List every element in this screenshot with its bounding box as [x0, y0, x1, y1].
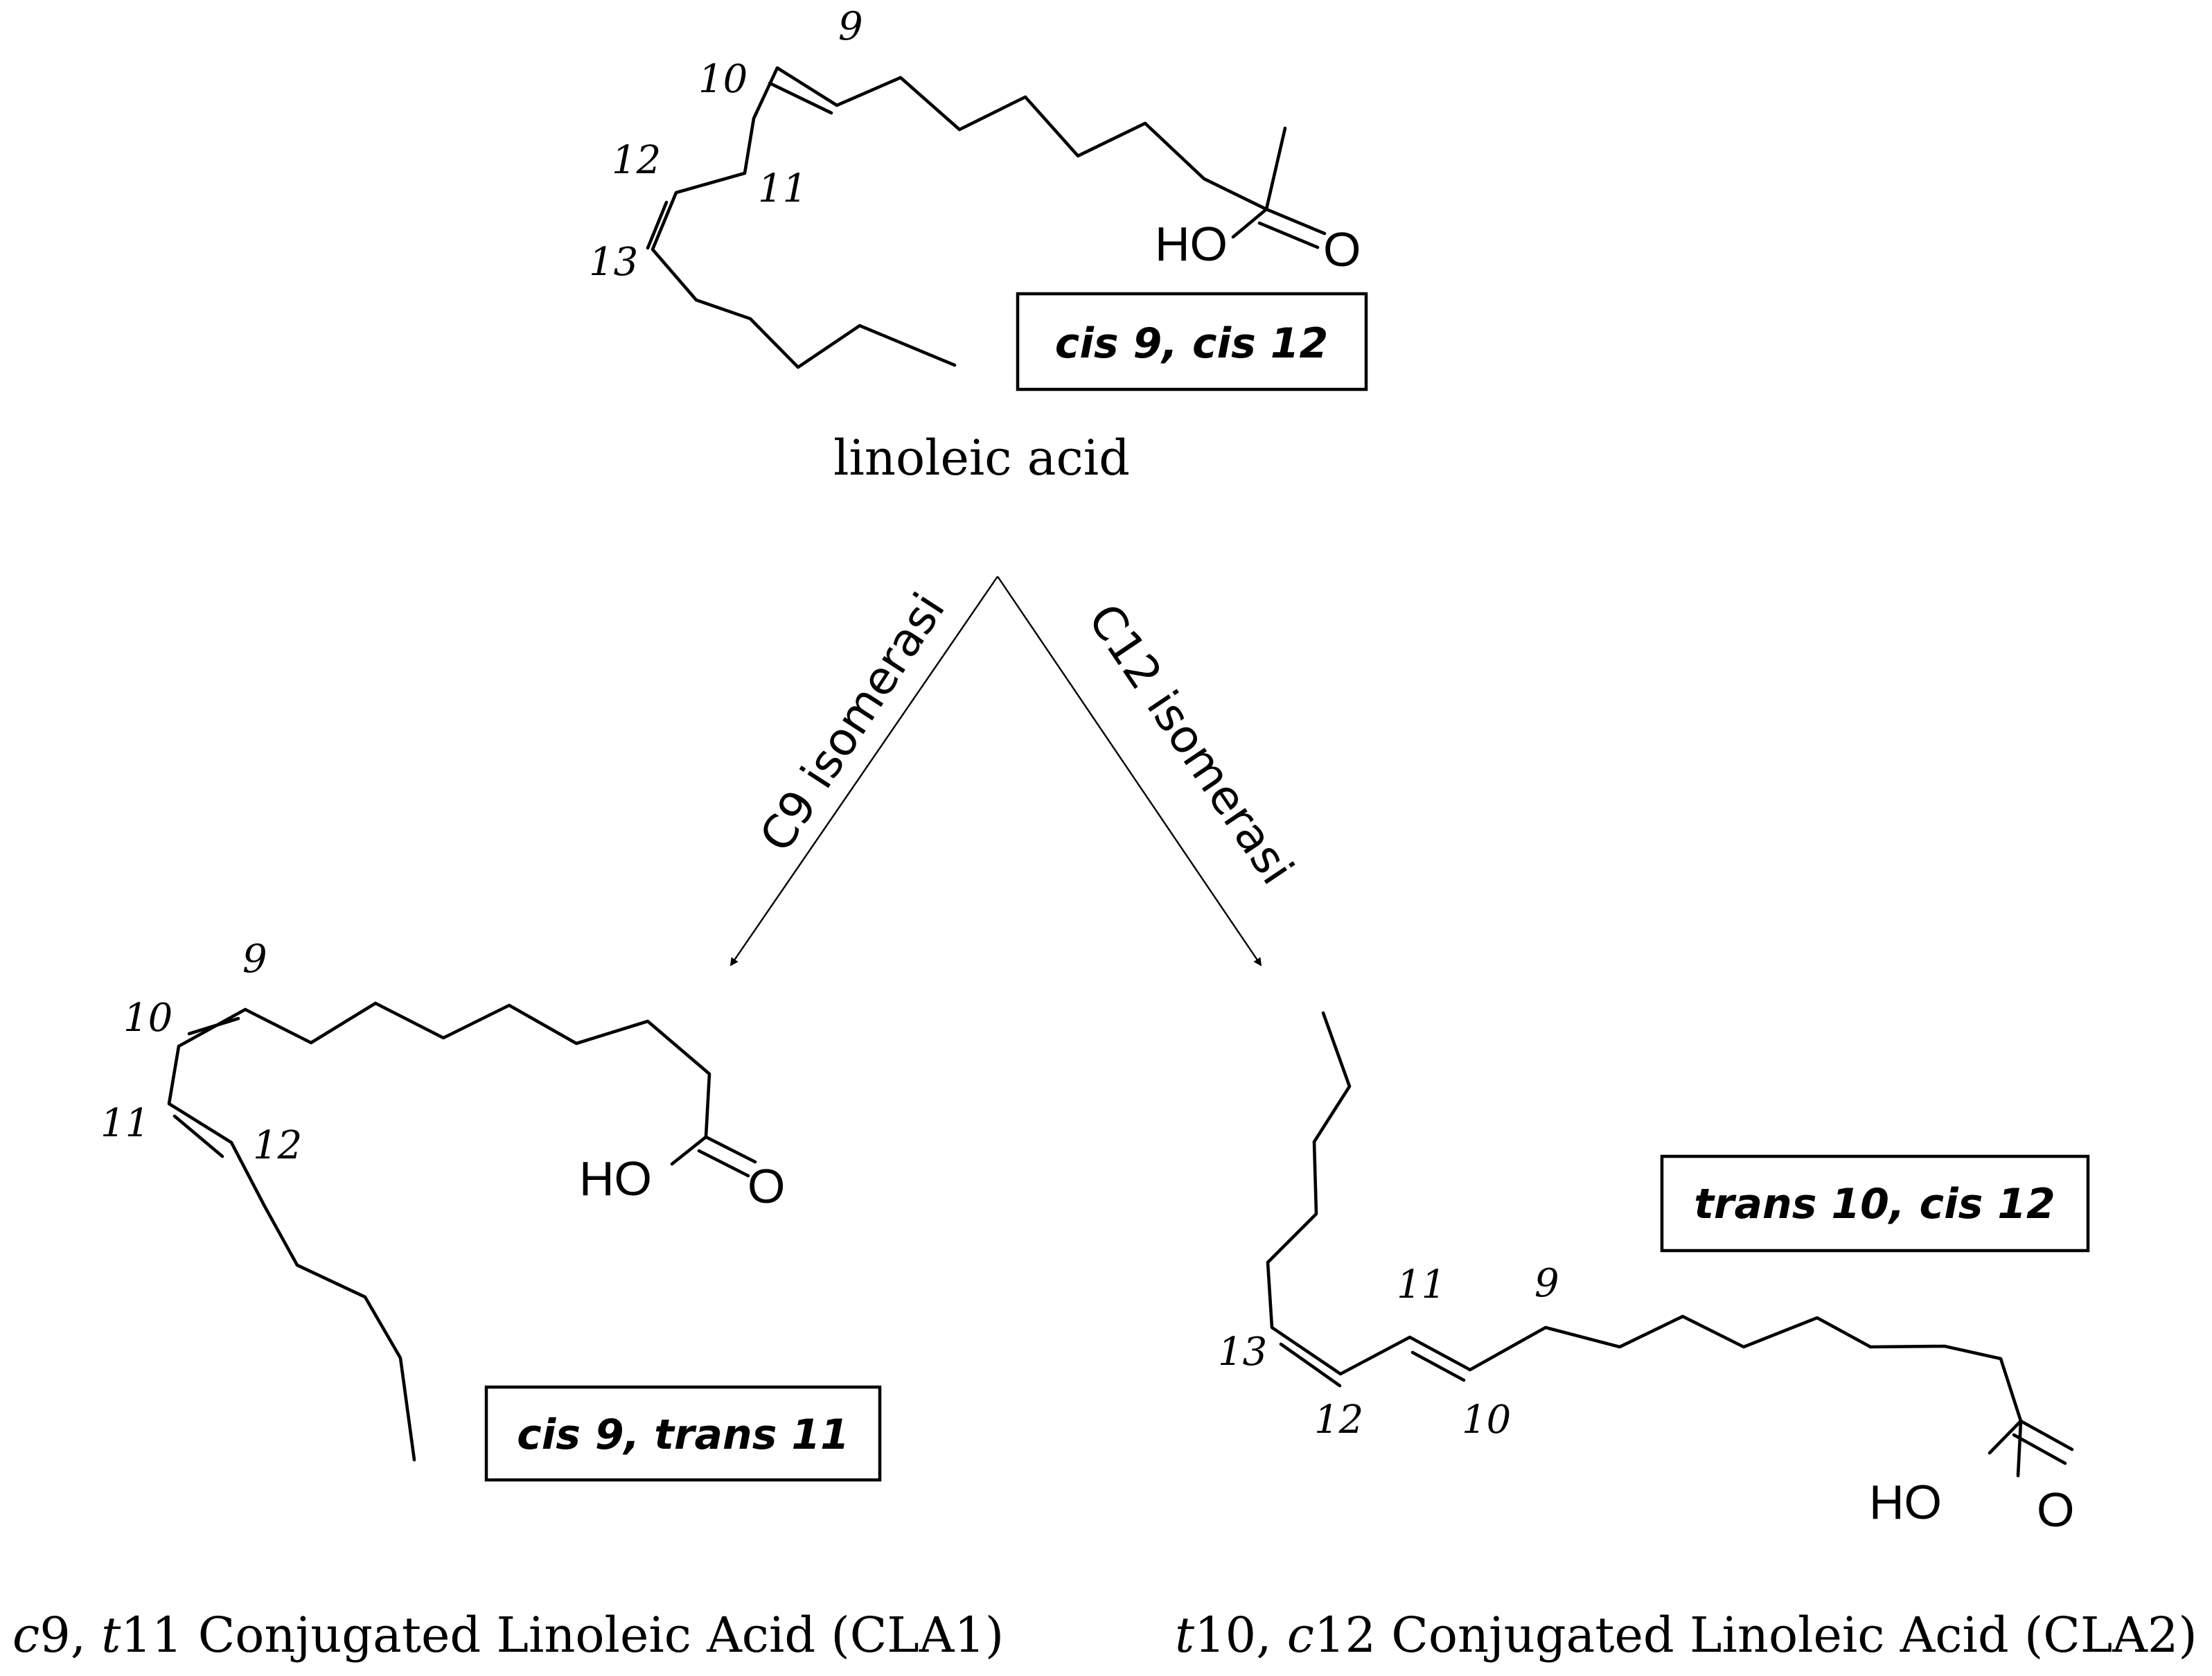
- cla2-oh-bond: [1988, 1419, 2023, 1455]
- cla2-carbon-11-label: 11: [1397, 1262, 1446, 1307]
- cla2-o-label: O: [2037, 1483, 2074, 1537]
- cla2-carbon-chain: [1266, 1011, 2023, 1478]
- cla2-ho-label: HO: [1869, 1475, 1942, 1529]
- linoleic-carbon-13-label: 13: [589, 240, 638, 285]
- cla1-config-box: cis 9, trans 11: [484, 1385, 882, 1482]
- cla2-config-box: trans 10, cis 12: [1660, 1154, 2090, 1253]
- cla1-carbon-12-label: 12: [253, 1123, 302, 1168]
- cla2-config-label: trans 10, cis 12: [1694, 1180, 2055, 1228]
- linoleic-carbon-12-label: 12: [612, 138, 661, 183]
- cla1-o-label: O: [747, 1159, 785, 1213]
- cla2-carbon-9-label: 9: [1534, 1261, 1559, 1306]
- linoleic-double-bond-12: [646, 200, 669, 250]
- cla1-double-bond-11: [172, 1114, 224, 1158]
- linoleic-oh-bond: [1231, 207, 1268, 239]
- cla2-structure: HO O 9 10 11 12 13: [1218, 1011, 2074, 1537]
- arrow-to-cla1: [729, 576, 998, 967]
- cla2-double-bond-12: [1279, 1342, 1342, 1388]
- cla1-double-bond-9: [187, 1016, 240, 1036]
- linoleic-double-bond-9: [768, 81, 833, 115]
- linoleic-ho-label: HO: [1155, 217, 1228, 271]
- enzyme-c9-isomerasi-label: C9 isomerasi: [750, 583, 955, 861]
- linoleic-config-label: cis 9, cis 12: [1055, 319, 1328, 368]
- linoleic-carbon-11-label: 11: [758, 166, 807, 211]
- cla1-config-label: cis 9, trans 11: [517, 1411, 849, 1459]
- cla1-carbonyl-bond-1: [704, 1135, 757, 1164]
- cla1-name: c9, t11 Conjugated Linoleic Acid (CLA1): [12, 1607, 1004, 1664]
- cla1-structure: HO O 9 10 11 12: [100, 937, 785, 1462]
- linoleic-acid-name: linoleic acid: [833, 430, 1130, 486]
- cla2-name: t10, c12 Conjugated Linoleic Acid (CLA2): [1175, 1607, 2197, 1664]
- linoleic-carbonyl-bond-2: [1257, 221, 1320, 249]
- linoleic-carbon-10-label: 10: [698, 57, 747, 102]
- cla2-carbon-13-label: 13: [1218, 1330, 1267, 1375]
- cla1-ho-label: HO: [579, 1152, 652, 1206]
- cla1-carbon-chain: [167, 1001, 711, 1462]
- linoleic-config-box: cis 9, cis 12: [1016, 292, 1368, 391]
- cla1-carbon-9-label: 9: [242, 937, 267, 982]
- cla2-double-bond-10: [1410, 1350, 1466, 1382]
- cla1-carbonyl-bond-2: [697, 1149, 750, 1178]
- linoleic-carbon-9-label: 9: [838, 4, 863, 49]
- cla2-carbon-12-label: 12: [1314, 1397, 1363, 1443]
- cla2-carbonyl-bond-1: [2019, 1419, 2074, 1452]
- linoleic-carbonyl-bond-1: [1264, 207, 1327, 236]
- cla1-oh-bond: [670, 1135, 708, 1166]
- cla2-carbon-10-label: 10: [1462, 1397, 1511, 1443]
- cla1-carbon-11-label: 11: [100, 1101, 150, 1146]
- linoleic-o-label: O: [1323, 222, 1361, 276]
- linoleic-acid-structure: HO O 9 10 11 12 13: [589, 4, 1361, 369]
- cla1-carbon-10-label: 10: [123, 996, 172, 1041]
- cla2-carbonyl-bond-2: [2012, 1433, 2067, 1465]
- linoleic-carbon-chain: [651, 66, 1287, 369]
- arrow-to-cla2: [997, 576, 1262, 967]
